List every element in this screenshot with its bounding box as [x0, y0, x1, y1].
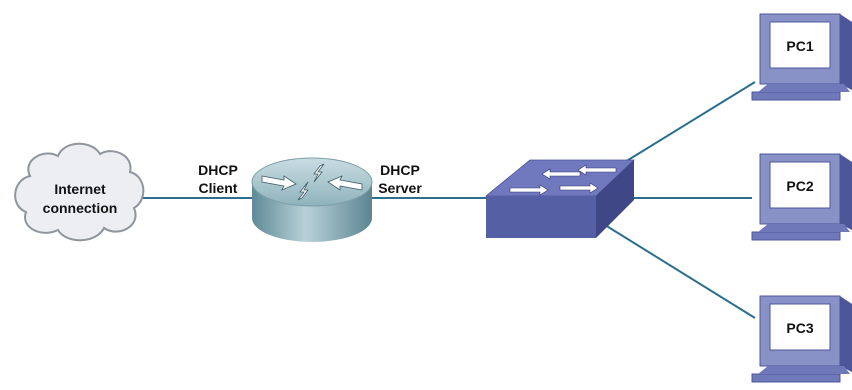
router-left-label-line1: DHCP: [198, 162, 238, 178]
switch-arrows-icon: [509, 164, 617, 196]
keyboard: [751, 373, 841, 383]
keyboard: [751, 231, 841, 241]
pc3: PC3: [751, 295, 852, 383]
switch: [484, 159, 636, 238]
cloud-icon: [14, 142, 145, 242]
pc-label: PC1: [786, 38, 813, 54]
pc2: PC2: [751, 153, 852, 241]
keyboard: [751, 91, 841, 101]
base: [758, 84, 850, 92]
screen: [769, 161, 831, 209]
pc1: PC1: [751, 13, 852, 101]
monitor-side: [840, 154, 852, 230]
screen: [769, 303, 831, 351]
cloud-label-line1: Internet: [54, 181, 106, 197]
links: [138, 81, 756, 319]
monitor-side: [840, 296, 852, 372]
router-left-label-line2: Client: [199, 180, 238, 196]
link-switch-pc3: [604, 224, 756, 319]
router-right-label-line2: Server: [378, 180, 422, 196]
switch-side: [596, 160, 634, 238]
cloud-label-line2: connection: [43, 200, 118, 216]
base: [758, 366, 850, 374]
monitor-side: [840, 14, 852, 90]
router-arrows-icon: [261, 163, 363, 201]
screen: [769, 21, 831, 69]
link-switch-pc1: [619, 81, 756, 166]
pc-label: PC3: [786, 320, 813, 336]
router-right-label-line1: DHCP: [380, 162, 420, 178]
internet-cloud: Internet connection: [14, 142, 145, 242]
pc-label: PC2: [786, 178, 813, 194]
router-top: [251, 157, 373, 207]
router: DHCP Client DHCP Server: [198, 157, 422, 242]
switch-front: [486, 196, 596, 238]
base: [758, 224, 850, 232]
